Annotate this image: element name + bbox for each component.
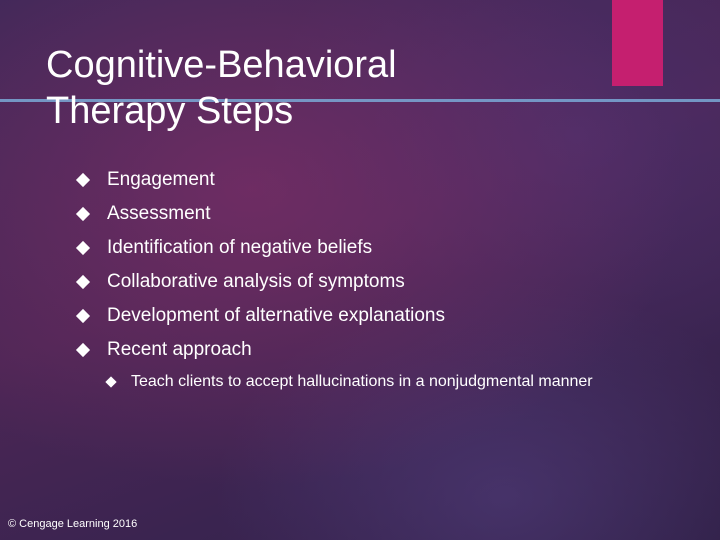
title-line-2: Therapy Steps bbox=[46, 90, 294, 132]
slide-title: Cognitive-Behavioral Therapy Steps bbox=[46, 42, 606, 134]
bullet-text: Development of alternative explanations bbox=[107, 305, 445, 326]
bullet-item: Collaborative analysis of symptoms bbox=[75, 265, 675, 299]
bullet-text: Recent approach bbox=[107, 339, 252, 360]
diamond-bullet-icon bbox=[75, 274, 91, 290]
copyright-footer: © Cengage Learning 2016 bbox=[8, 518, 138, 530]
sub-bullet-item: Teach clients to accept hallucinations i… bbox=[105, 371, 605, 392]
diamond-bullet-icon bbox=[75, 342, 91, 358]
diamond-bullet-icon bbox=[75, 206, 91, 222]
title-rule bbox=[0, 99, 720, 102]
bullet-item: Recent approach bbox=[75, 333, 675, 367]
bullet-list: Engagement Assessment Identification of … bbox=[75, 163, 675, 367]
bullet-item: Development of alternative explanations bbox=[75, 299, 675, 333]
bullet-text: Identification of negative beliefs bbox=[107, 237, 373, 258]
accent-bar bbox=[612, 0, 663, 86]
bullet-text: Assessment bbox=[107, 203, 211, 224]
diamond-bullet-icon bbox=[75, 308, 91, 324]
bullet-text: Collaborative analysis of symptoms bbox=[107, 271, 405, 292]
diamond-bullet-icon bbox=[105, 376, 117, 388]
sub-bullet-text: Teach clients to accept hallucinations i… bbox=[131, 373, 593, 390]
bullet-item: Engagement bbox=[75, 163, 675, 197]
bullet-item: Identification of negative beliefs bbox=[75, 231, 675, 265]
bullet-item: Assessment bbox=[75, 197, 675, 231]
diamond-bullet-icon bbox=[75, 172, 91, 188]
bullet-text: Engagement bbox=[107, 169, 215, 190]
title-line-1: Cognitive-Behavioral bbox=[46, 44, 397, 86]
diamond-bullet-icon bbox=[75, 240, 91, 256]
